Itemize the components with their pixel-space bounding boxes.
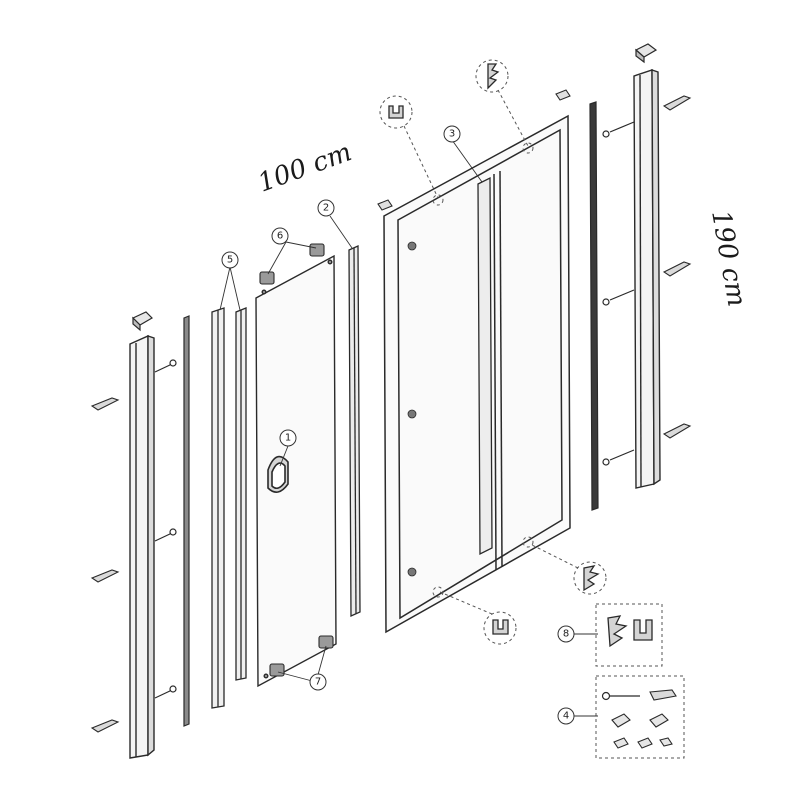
callout-4: 4 (557, 707, 575, 725)
svg-text:1: 1 (285, 433, 291, 444)
callout-6: 6 (271, 227, 289, 245)
door-handle (267, 455, 289, 493)
detail-magnifier (379, 59, 607, 645)
magnified-seal-glyph (487, 63, 600, 592)
callout-8: 8 (557, 625, 575, 643)
left-seal-strip (183, 315, 190, 727)
callout-2: 2 (317, 199, 335, 217)
hardware-box-4 (595, 675, 685, 759)
left-wall-profile (129, 334, 155, 759)
svg-text:5: 5 (227, 255, 233, 266)
height-dimension-label: 190 cm (705, 208, 751, 309)
callout-3: 3 (443, 125, 461, 143)
right-wall-profile (633, 69, 661, 489)
left-top-cap (131, 311, 153, 332)
svg-text:3: 3 (449, 129, 455, 140)
frame-glass-mount (407, 241, 417, 577)
seal-profile (348, 245, 361, 617)
right-top-cap (634, 43, 658, 64)
fixed-frame (383, 114, 571, 634)
left-screw (154, 359, 177, 699)
detail-box-8 (595, 603, 663, 667)
callout-1: 1 (279, 429, 297, 447)
inner-vertical-profile (477, 176, 493, 556)
right-seal-strip (589, 101, 599, 511)
width-dimension-label: 100 cm (254, 137, 356, 198)
svg-text:4: 4 (563, 711, 569, 722)
left-glass-panel (255, 254, 337, 688)
left-wall-plug (90, 397, 120, 733)
svg-text:8: 8 (563, 629, 569, 640)
top-roller (259, 243, 325, 285)
callout-7: 7 (309, 673, 327, 691)
right-wall-plug (662, 95, 692, 439)
svg-text:7: 7 (315, 677, 321, 688)
svg-text:2: 2 (323, 203, 329, 214)
right-screw (602, 121, 635, 466)
magnified-clip-glyph (388, 105, 509, 635)
frame-top-clip (377, 89, 571, 211)
callout-5: 5 (221, 251, 239, 269)
svg-text:6: 6 (277, 231, 283, 242)
vertical-profile-pair (211, 307, 247, 709)
